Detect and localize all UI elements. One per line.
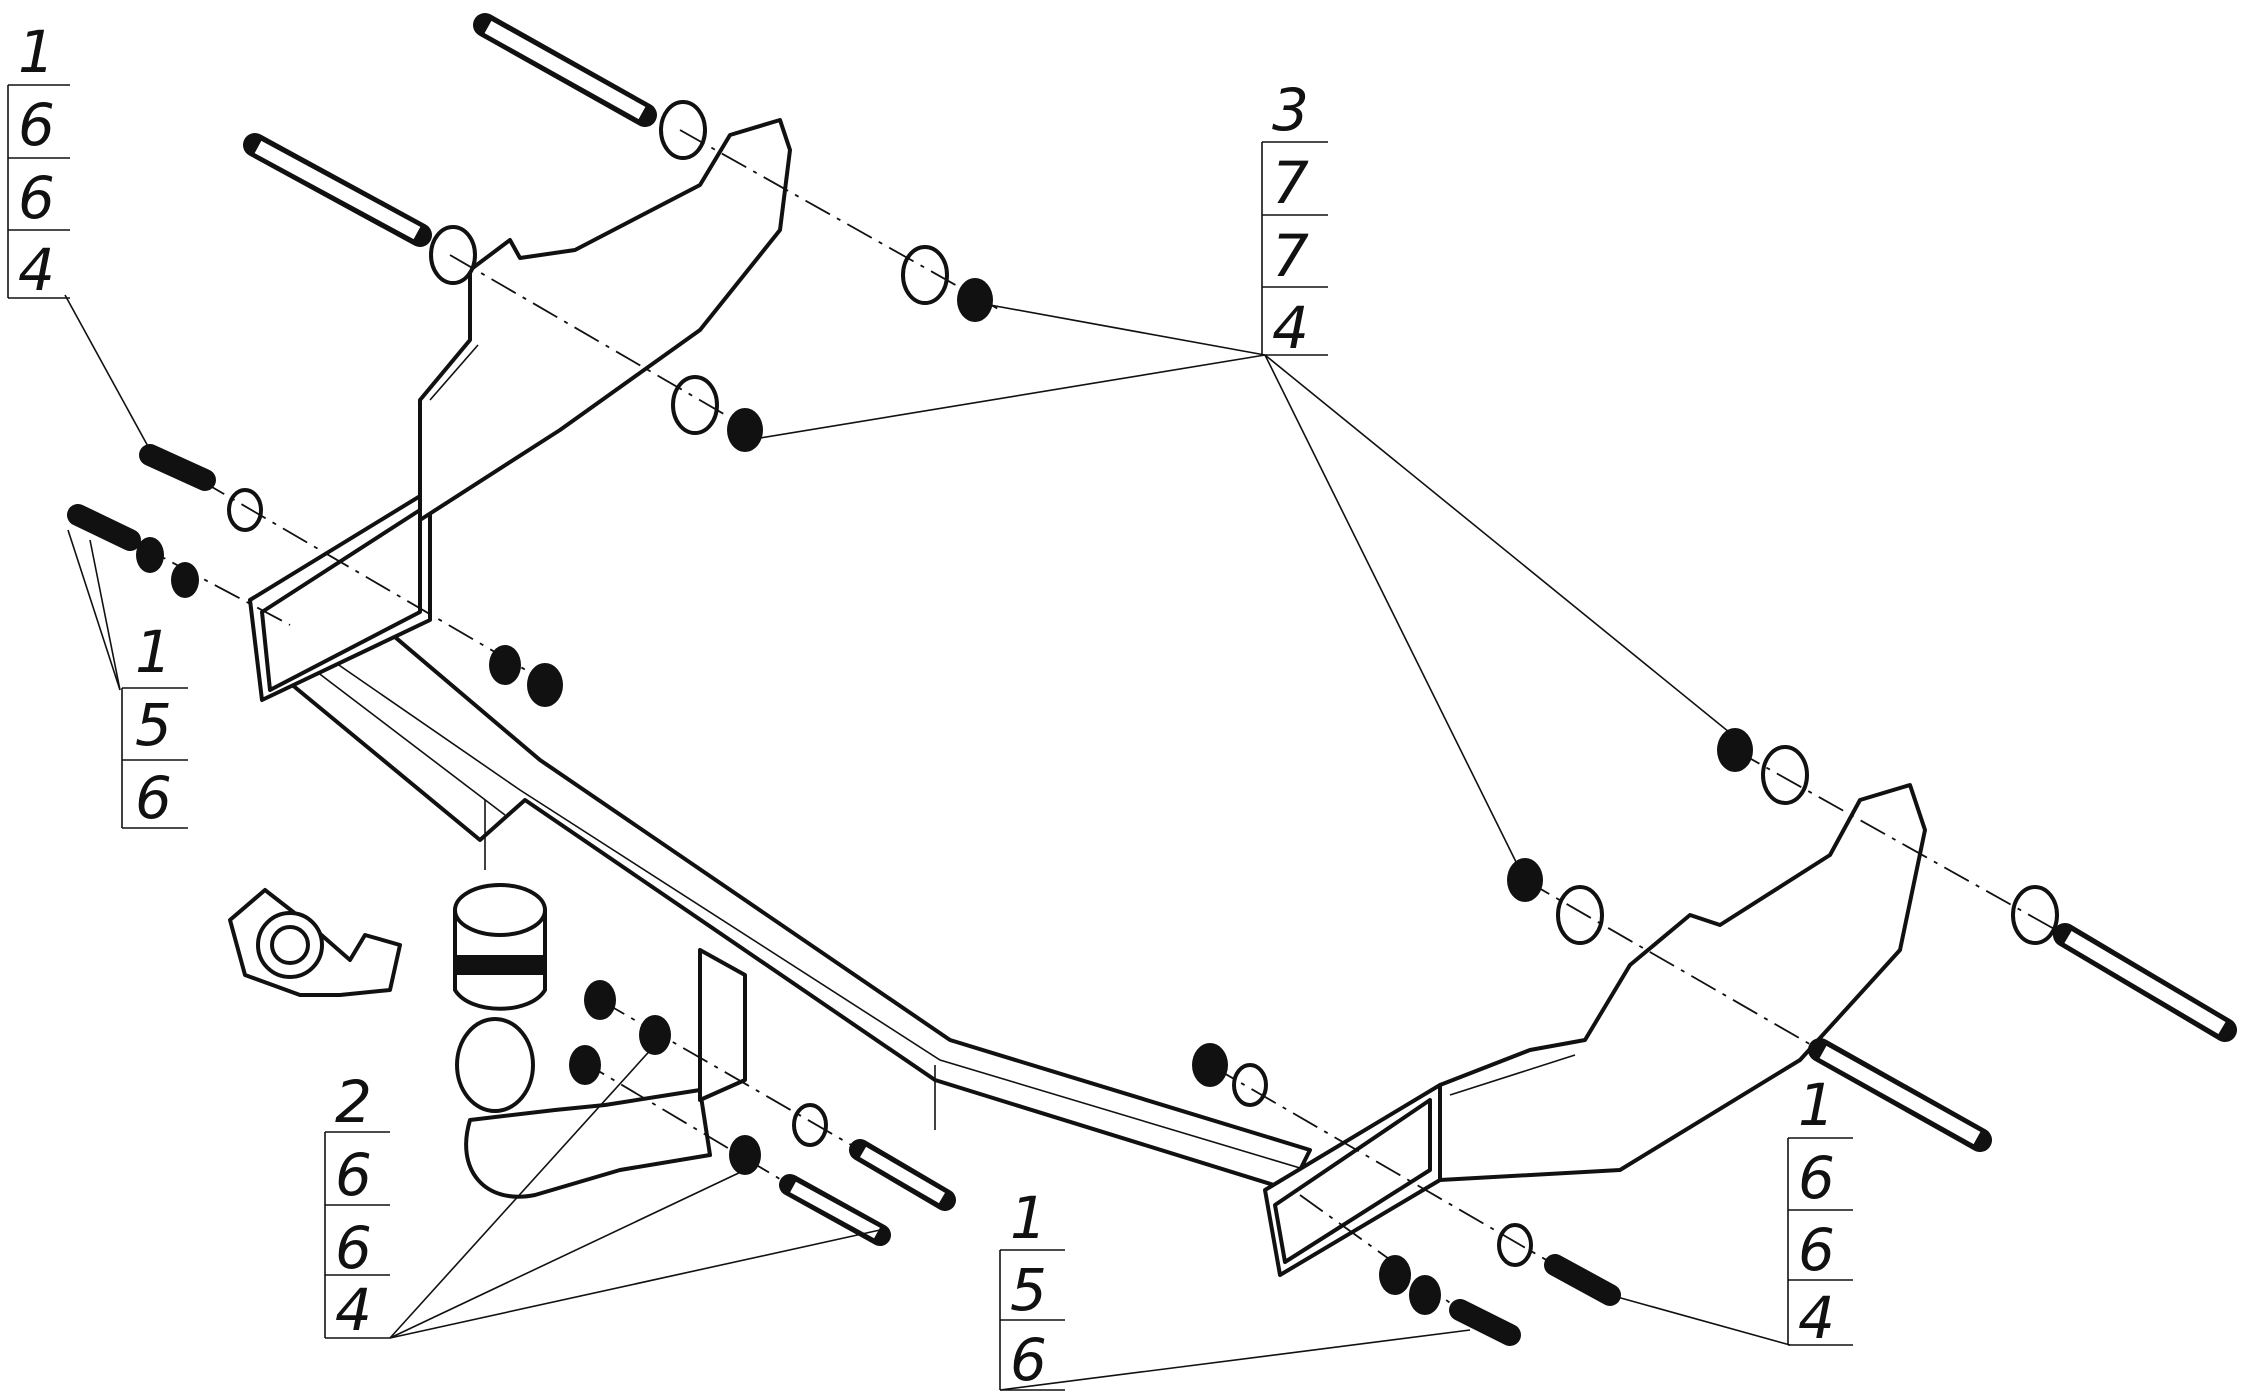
callout-bottom-left-value-3: 6	[335, 1214, 372, 1282]
callout-bottom-right-value-3: 6	[1798, 1216, 1835, 1284]
callout-bottom-left-value-2: 6	[335, 1141, 372, 1209]
callout-mid-left-value-2: 5	[135, 691, 172, 759]
callout-top-right-value-2: 7	[1272, 149, 1309, 217]
bracket-right	[1438, 783, 1927, 1182]
callout-top-left-value-3: 6	[18, 164, 55, 232]
callout-bottom-mid-value-3: 6	[1010, 1326, 1047, 1394]
callout-top-left-value-4: 4	[18, 236, 55, 304]
callout-bottom-left-value-1: 2	[335, 1068, 372, 1136]
bolt-bottom-1	[779, 1174, 891, 1246]
callout-top-left: 1 6 6 4	[7, 18, 70, 304]
cross-beam	[248, 563, 1312, 1192]
socket-plate	[228, 888, 402, 997]
callout-top-left-value-1: 1	[18, 18, 55, 86]
callout-bottom-left: 2 6 6 4	[324, 1068, 390, 1344]
bolt-right-short-1	[1544, 1254, 1621, 1306]
callout-bottom-mid-value-1: 1	[1010, 1184, 1047, 1252]
callout-mid-left: 1 5 6	[121, 618, 188, 832]
callout-top-right-value-1: 3	[1272, 76, 1309, 144]
callout-top-right-value-3: 7	[1272, 222, 1309, 290]
long-bolt-top-2	[243, 133, 432, 247]
bolt-right-short-2	[1449, 1299, 1521, 1346]
callout-bottom-right-value-4: 4	[1798, 1284, 1835, 1352]
callout-top-left-value-2: 6	[18, 91, 55, 159]
callout-top-right-value-4: 4	[1272, 294, 1309, 362]
callout-bottom-mid: 1 5 6	[999, 1184, 1065, 1394]
bolt-bottom-2	[849, 1139, 956, 1211]
beam-end-plate-right	[1263, 1083, 1442, 1277]
tow-ball	[453, 883, 747, 1199]
callout-bottom-right-value-1: 1	[1798, 1071, 1835, 1139]
callout-mid-left-value-3: 6	[135, 764, 172, 832]
long-bolt-top-1	[473, 13, 657, 127]
washers	[227, 100, 2059, 1267]
callout-mid-left-value-1: 1	[135, 618, 172, 686]
callout-bottom-mid-value-2: 5	[1010, 1256, 1047, 1324]
callout-bottom-right-value-2: 6	[1798, 1144, 1835, 1212]
callout-bottom-left-value-4: 4	[335, 1276, 372, 1344]
bolt-left-short-2	[67, 504, 141, 551]
bolt-left-short-1	[139, 444, 216, 491]
assembly-axes	[129, 129, 2066, 1311]
long-bolt-right-1	[2053, 923, 2237, 1042]
beam-end-plate-left	[248, 488, 432, 702]
callout-top-right: 3 7 7 4	[1261, 76, 1328, 362]
long-bolt-right-2	[1808, 1038, 1992, 1152]
leader-lines	[64, 294, 1791, 1391]
bracket-left	[418, 118, 792, 522]
callout-bottom-right: 1 6 6 4	[1787, 1071, 1853, 1352]
